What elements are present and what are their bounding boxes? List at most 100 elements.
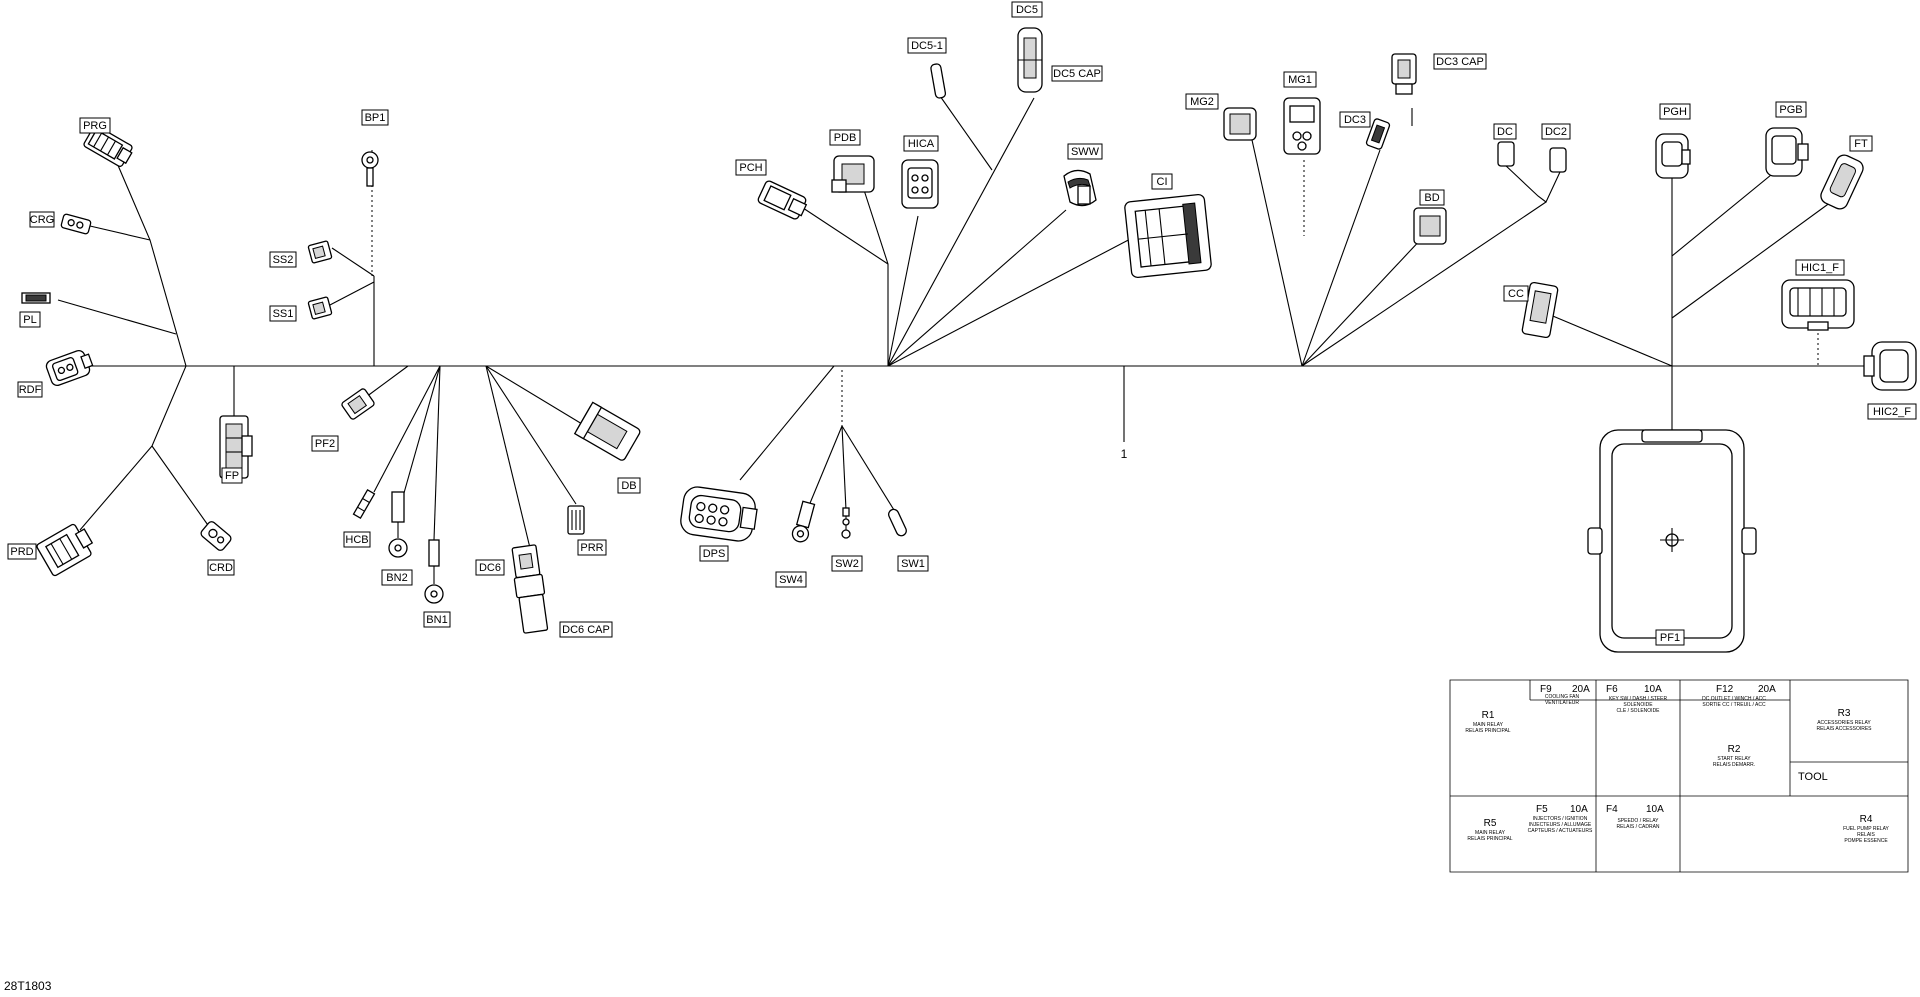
svg-text:DC: DC xyxy=(1497,126,1513,138)
item-number: 1 xyxy=(1121,447,1128,461)
connector-ft xyxy=(1820,154,1864,210)
svg-text:PRR: PRR xyxy=(580,542,603,554)
svg-text:HIC2_F: HIC2_F xyxy=(1873,406,1911,418)
connector-mg2 xyxy=(1223,107,1257,141)
connector-ss2 xyxy=(307,240,333,264)
svg-text:F12: F12 xyxy=(1716,684,1734,695)
fuse-box-pf1 xyxy=(1587,429,1757,653)
label-bn1: BN1 xyxy=(423,611,451,628)
label-dc3-cap: DC3 CAP xyxy=(1433,53,1487,70)
label-sww: SWW xyxy=(1067,143,1103,160)
svg-text:R5: R5 xyxy=(1484,818,1497,829)
label-db: DB xyxy=(617,477,641,494)
label-pch: PCH xyxy=(735,159,767,176)
connector-bd xyxy=(1413,207,1447,245)
svg-text:DC6 CAP: DC6 CAP xyxy=(562,624,610,636)
label-prg: PRG xyxy=(79,117,111,134)
svg-text:INJECTORS / IGNITION: INJECTORS / IGNITION xyxy=(1533,816,1588,822)
diagram-id: 28T1803 xyxy=(4,979,52,993)
label-prd: PRD xyxy=(7,543,37,560)
svg-text:R1: R1 xyxy=(1482,710,1495,721)
svg-text:BD: BD xyxy=(1424,192,1439,204)
connector-dc3 xyxy=(1365,118,1391,150)
connector-dc5 xyxy=(1017,27,1043,93)
svg-text:CRG: CRG xyxy=(30,214,54,226)
label-dc5: DC5 xyxy=(1011,1,1043,18)
svg-text:DC5-1: DC5-1 xyxy=(911,40,943,52)
svg-text:20A: 20A xyxy=(1758,684,1776,695)
svg-text:DPS: DPS xyxy=(703,548,726,560)
label-bd: BD xyxy=(1419,189,1445,206)
svg-text:HIC1_F: HIC1_F xyxy=(1801,262,1839,274)
svg-text:DC2: DC2 xyxy=(1545,126,1567,138)
terminal-sw4 xyxy=(791,500,816,543)
connector-dps xyxy=(680,486,758,542)
connector-rdf xyxy=(45,349,94,387)
fuse-cell-f12: F12 20A DC OUTLET / WINCH / ACC SORTIE C… xyxy=(1702,684,1776,708)
connector-mg1 xyxy=(1283,97,1321,155)
connector-cc xyxy=(1521,281,1559,339)
connector-fp xyxy=(219,415,253,479)
svg-text:F5: F5 xyxy=(1536,804,1548,815)
terminal-bn2 xyxy=(388,491,408,558)
relay-cell-r5: R5 MAIN RELAY RELAIS PRINCIPAL xyxy=(1467,818,1512,842)
svg-text:R4: R4 xyxy=(1860,814,1873,825)
connector-prr xyxy=(567,505,585,535)
label-dc5-cap: DC5 CAP xyxy=(1051,65,1103,82)
svg-text:MG2: MG2 xyxy=(1190,96,1214,108)
connector-crg xyxy=(60,213,92,235)
terminal-sw2 xyxy=(841,507,851,539)
label-pl: PL xyxy=(19,311,41,328)
label-sw1: SW1 xyxy=(897,555,929,572)
relay-cell-r3: R3 ACCESSORIES RELAY RELAIS ACCESSOIRES xyxy=(1816,708,1872,732)
label-cc: CC xyxy=(1503,285,1529,302)
svg-text:MG1: MG1 xyxy=(1288,74,1312,86)
svg-text:DC5 CAP: DC5 CAP xyxy=(1053,68,1101,80)
svg-text:DC6: DC6 xyxy=(479,562,501,574)
svg-text:20A: 20A xyxy=(1572,684,1590,695)
svg-text:DC3: DC3 xyxy=(1344,114,1366,126)
svg-text:HICA: HICA xyxy=(908,138,935,150)
terminal-sw1 xyxy=(888,508,907,537)
svg-text:PGB: PGB xyxy=(1779,104,1802,116)
terminal-bn1 xyxy=(424,539,444,604)
label-crd: CRD xyxy=(207,559,235,576)
svg-text:RELAIS: RELAIS xyxy=(1857,832,1875,838)
connector-pgh xyxy=(1655,133,1691,179)
connector-hica xyxy=(901,159,939,209)
label-hica: HICA xyxy=(903,135,939,152)
svg-text:POMPE ESSENCE: POMPE ESSENCE xyxy=(1844,838,1888,844)
connector-ci xyxy=(1124,193,1212,279)
svg-text:10A: 10A xyxy=(1644,684,1662,695)
svg-text:PGH: PGH xyxy=(1663,106,1687,118)
svg-text:SW2: SW2 xyxy=(835,558,859,570)
svg-text:SOLENOIDE: SOLENOIDE xyxy=(1623,702,1653,708)
label-dps: DPS xyxy=(699,545,729,562)
label-ci: CI xyxy=(1151,173,1173,190)
label-bp1: BP1 xyxy=(361,109,389,126)
svg-text:R2: R2 xyxy=(1728,744,1741,755)
fuse-cell-f9: F9 20A COOLING FAN VENTILATEUR xyxy=(1540,684,1590,706)
svg-text:SW1: SW1 xyxy=(901,558,925,570)
label-ft: FT xyxy=(1849,135,1873,152)
svg-text:BP1: BP1 xyxy=(365,112,386,124)
svg-text:DC5: DC5 xyxy=(1016,4,1038,16)
svg-text:R3: R3 xyxy=(1838,708,1851,719)
relay-cell-r2: R2 START RELAY RELAIS DEMARR. xyxy=(1713,744,1755,768)
svg-text:SWW: SWW xyxy=(1071,146,1100,158)
label-rdf: RDF xyxy=(17,381,43,398)
label-pf1: PF1 xyxy=(1655,629,1685,646)
label-pgh: PGH xyxy=(1659,103,1691,120)
svg-text:HCB: HCB xyxy=(345,534,368,546)
svg-text:INJECTEURS / ALLUMAGE: INJECTEURS / ALLUMAGE xyxy=(1529,822,1592,828)
terminal-hcb xyxy=(352,488,376,520)
svg-text:CAPTEURS / ACTUATEURS: CAPTEURS / ACTUATEURS xyxy=(1528,828,1593,834)
svg-text:SORTIE CC / TREUIL / ACC: SORTIE CC / TREUIL / ACC xyxy=(1702,702,1766,708)
terminal-bp1 xyxy=(361,151,379,187)
svg-text:VENTILATEUR: VENTILATEUR xyxy=(1545,700,1579,706)
connector-pgb xyxy=(1765,127,1809,177)
label-dc3: DC3 xyxy=(1339,111,1371,128)
connector-prg xyxy=(83,125,133,167)
label-sw4: SW4 xyxy=(775,571,807,588)
